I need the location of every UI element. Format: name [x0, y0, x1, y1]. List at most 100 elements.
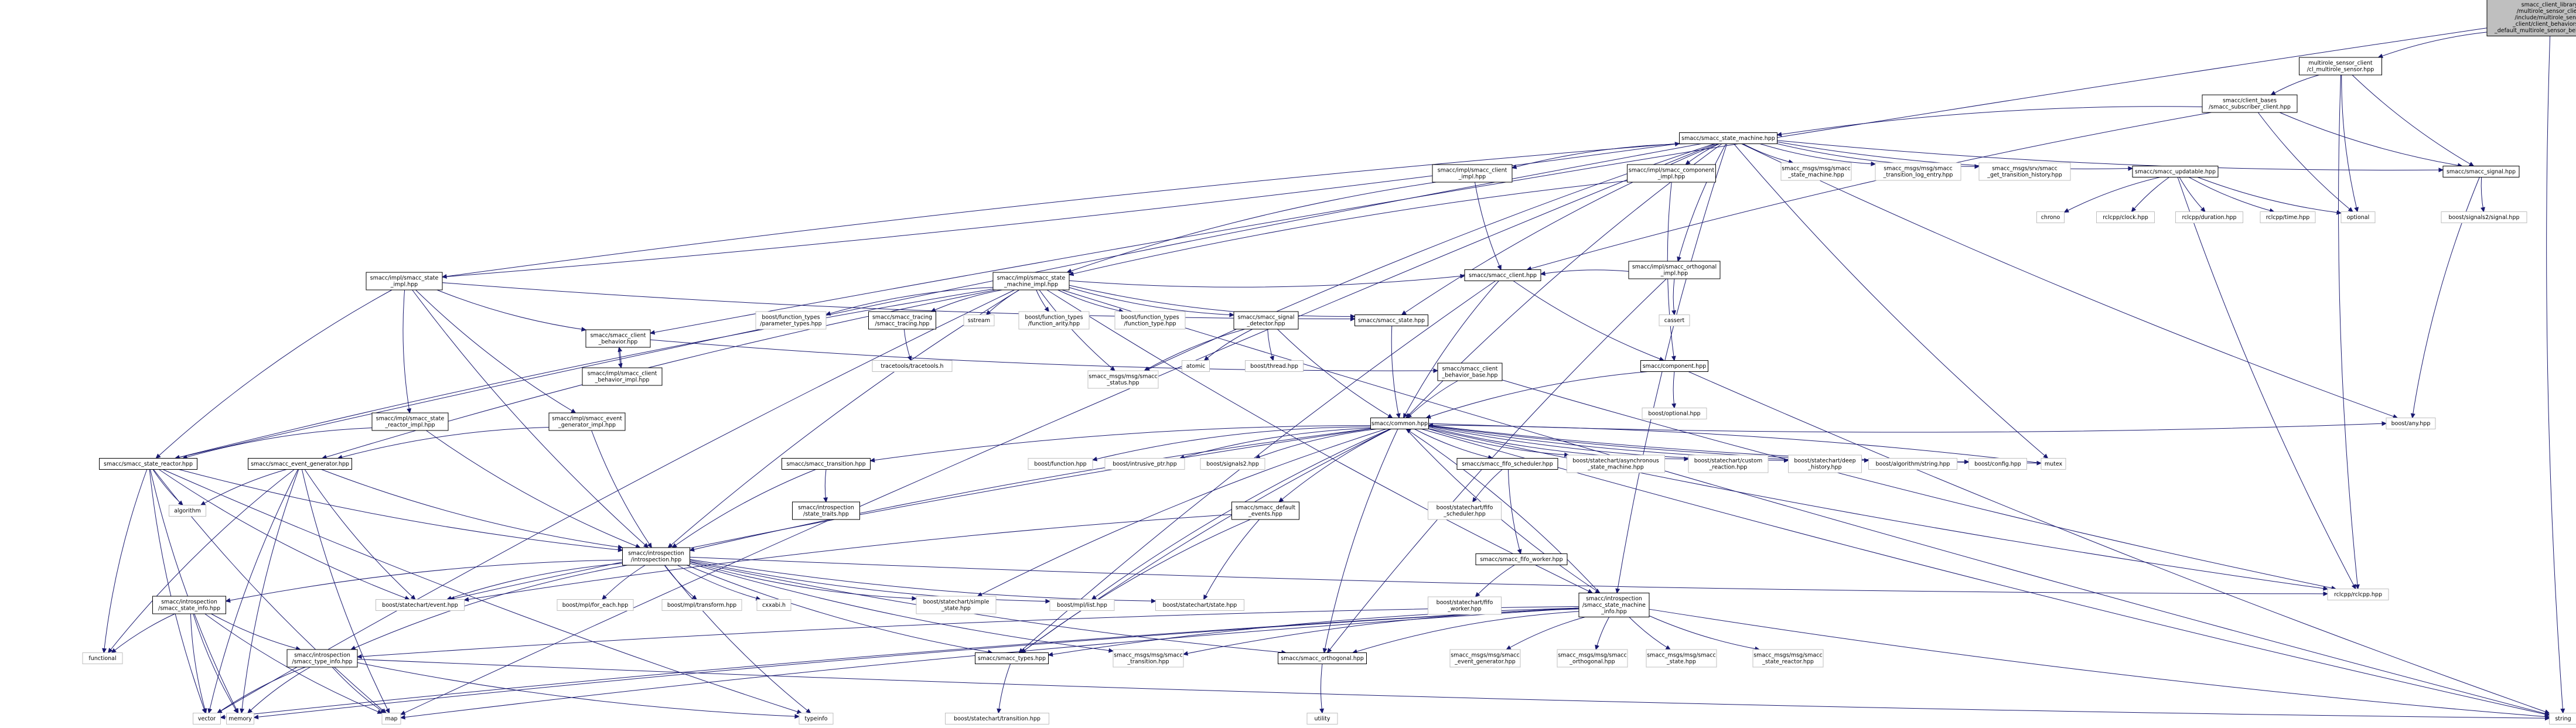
node-functional[interactable]: functional: [82, 652, 123, 664]
node-cassert[interactable]: cassert: [1659, 315, 1690, 326]
node-sstream[interactable]: sstream: [963, 315, 995, 326]
node-smacc_state[interactable]: smacc/smacc_state.hpp: [1354, 315, 1428, 326]
node-client_impl[interactable]: smacc/impl/smacc_client_impl.hpp: [1432, 164, 1513, 183]
node-component[interactable]: smacc/component.hpp: [1640, 360, 1708, 372]
node-transition[interactable]: smacc/smacc_transition.hpp: [782, 458, 871, 470]
node-vector[interactable]: vector: [193, 713, 221, 724]
edge-arrowhead: [1278, 497, 1284, 503]
node-sub_client[interactable]: smacc/client_bases/smacc_subscriber_clie…: [2202, 94, 2298, 113]
node-deep_history[interactable]: boost/statechart/deep_history.hpp: [1788, 454, 1862, 473]
node-evgen_impl[interactable]: smacc/impl/smacc_event_generator_impl.hp…: [548, 412, 626, 431]
node-bsignals2_signal[interactable]: boost/signals2/signal.hpp: [2441, 211, 2527, 223]
node-msg_evgen[interactable]: smacc_msgs/msg/smacc_event_generator.hpp: [1449, 649, 1521, 668]
node-comp_impl[interactable]: smacc/impl/smacc_component_impl.hpp: [1627, 164, 1716, 183]
node-box: [1233, 311, 1299, 330]
node-label-line: smacc/impl/smacc_component: [1629, 168, 1715, 174]
node-sm_impl[interactable]: smacc/impl/smacc_state_machine_impl.hpp: [992, 272, 1070, 290]
node-rclcpp_duration[interactable]: rclcpp/duration.hpp: [2175, 211, 2243, 223]
node-sm_msg[interactable]: smacc_msgs/msg/smacc_state_machine.hpp: [1780, 162, 1852, 181]
node-mutex[interactable]: mutex: [2041, 458, 2066, 470]
node-sig_detector[interactable]: smacc/smacc_signal_detector.hpp: [1233, 311, 1299, 330]
node-sc_fifo_worker[interactable]: boost/statechart/fifo_worker.hpp: [1428, 596, 1502, 615]
node-event_gen[interactable]: smacc/smacc_event_generator.hpp: [248, 458, 352, 470]
node-common[interactable]: smacc/common.hpp: [1370, 418, 1429, 429]
node-orth_impl[interactable]: smacc/impl/smacc_orthogonal_impl.hpp: [1628, 261, 1721, 279]
node-msg_state[interactable]: smacc_msgs/msg/smacc_state.hpp: [1646, 649, 1717, 668]
node-state_info[interactable]: smacc/introspection/smacc_state_info.hpp: [152, 596, 226, 614]
node-smacc_client[interactable]: smacc/smacc_client.hpp: [1464, 269, 1541, 281]
node-rclcpp_clock[interactable]: rclcpp/clock.hpp: [2096, 211, 2155, 223]
node-custom_reaction[interactable]: boost/statechart/custom_reaction.hpp: [1688, 454, 1769, 473]
node-rclcpp_time[interactable]: rclcpp/time.hpp: [2260, 211, 2316, 223]
node-msg_transition[interactable]: smacc_msgs/msg/smacc_transition.hpp: [1113, 649, 1184, 668]
node-bthread[interactable]: boost/thread.hpp: [1245, 360, 1304, 372]
node-boost_any[interactable]: boost/any.hpp: [2386, 418, 2436, 429]
node-tracetools[interactable]: tracetools/tracetools.h: [872, 360, 953, 372]
node-intrusive[interactable]: boost/intrusive_ptr.hpp: [1104, 458, 1185, 470]
node-box: [622, 547, 690, 566]
node-sm_info[interactable]: smacc/introspection/smacc_state_machine_…: [1578, 593, 1650, 617]
edge-arrowhead: [1044, 306, 1049, 312]
node-srv_hist[interactable]: smacc_msgs/srv/smacc_get_transition_hist…: [1978, 162, 2071, 181]
node-status[interactable]: smacc_msgs/msg/smacc_status.hpp: [1087, 370, 1159, 389]
node-bconfig[interactable]: boost/config.hpp: [1968, 458, 2027, 470]
node-balgo_string[interactable]: boost/algorithm/string.hpp: [1868, 458, 1957, 470]
node-type_info[interactable]: smacc/introspection/smacc_type_info.hpp: [286, 649, 358, 668]
node-sc_state[interactable]: boost/statechart/state.hpp: [1155, 599, 1244, 611]
node-fn_arity[interactable]: boost/function_types/function_arity.hpp: [1018, 311, 1090, 330]
node-mpl_transform[interactable]: boost/mpl/transform.hpp: [661, 599, 742, 611]
node-cb_base[interactable]: smacc/smacc_client_behavior_base.hpp: [1437, 363, 1503, 381]
node-mpl_list[interactable]: boost/mpl/list.hpp: [1049, 599, 1115, 611]
node-async_sm[interactable]: boost/statechart/asynchronous_state_mach…: [1567, 454, 1665, 473]
node-box: [1114, 311, 1186, 330]
node-label-line: typeinfo: [804, 716, 827, 722]
node-fifo_worker[interactable]: smacc/smacc_fifo_worker.hpp: [1475, 553, 1568, 565]
node-typeinfo[interactable]: typeinfo: [799, 713, 834, 724]
node-fn_params[interactable]: boost/function_types/parameter_types.hpp: [755, 311, 827, 330]
node-signal[interactable]: smacc/smacc_signal.hpp: [2442, 166, 2520, 177]
node-trans_log[interactable]: smacc_msgs/msg/smacc_transition_log_entr…: [1875, 162, 1961, 181]
node-msg_orthogonal[interactable]: smacc_msgs/msg/smacc_orthogonal.hpp: [1557, 649, 1628, 668]
node-client_behavior[interactable]: smacc/smacc_client_behavior.hpp: [585, 329, 651, 348]
node-smacc_types[interactable]: smacc/smacc_types.hpp: [975, 652, 1049, 664]
node-map[interactable]: map: [381, 713, 401, 724]
edge-arrowhead: [2063, 208, 2069, 213]
node-updatable[interactable]: smacc/smacc_updatable.hpp: [2132, 166, 2219, 177]
node-state_impl[interactable]: smacc/impl/smacc_state_impl.hpp: [366, 272, 443, 290]
node-intro_state_traits[interactable]: smacc/introspection/state_traits.hpp: [792, 501, 860, 520]
node-cl_mrs[interactable]: multirole_sensor_client/cl_multirole_sen…: [2299, 57, 2382, 76]
node-optional[interactable]: optional: [2340, 211, 2376, 223]
node-utility[interactable]: utility: [1306, 713, 1338, 724]
node-label-line: smacc_msgs/msg/smacc: [1089, 374, 1158, 380]
node-fifo_sched[interactable]: smacc/smacc_fifo_scheduler.hpp: [1456, 458, 1558, 470]
node-sm[interactable]: smacc/smacc_state_machine.hpp: [1679, 132, 1777, 144]
node-reactor_impl[interactable]: smacc/impl/smacc_state_reactor_impl.hpp: [371, 412, 449, 431]
node-sc_fifo_sched[interactable]: boost/statechart/fifo_scheduler.hpp: [1428, 501, 1502, 520]
node-cb_impl[interactable]: smacc/impl/smacc_client_behavior_impl.hp…: [582, 367, 663, 386]
node-default_events[interactable]: smacc/smacc_default_events.hpp: [1231, 501, 1299, 520]
node-msg_state_reactor[interactable]: smacc_msgs/msg/smacc_state_reactor.hpp: [1752, 649, 1824, 668]
node-smacc_orthogonal[interactable]: smacc/smacc_orthogonal.hpp: [1278, 652, 1367, 664]
node-atomic[interactable]: atomic: [1182, 360, 1210, 372]
node-rclcpp[interactable]: rclcpp/rclcpp.hpp: [2327, 589, 2389, 600]
node-chrono[interactable]: chrono: [2036, 211, 2065, 223]
node-sc_event[interactable]: boost/statechart/event.hpp: [376, 599, 465, 611]
edge-arrowhead: [1396, 413, 1401, 419]
node-introspection[interactable]: smacc/introspection/introspection.hpp: [622, 547, 690, 566]
node-bfunction[interactable]: boost/function.hpp: [1028, 458, 1093, 470]
node-root[interactable]: smacc_client_library/multirole_sensor_cl…: [2486, 0, 2576, 36]
node-bsignals2[interactable]: boost/signals2.hpp: [1200, 458, 1265, 470]
node-fn_type[interactable]: boost/function_types/function_type.hpp: [1114, 311, 1186, 330]
node-algorithm[interactable]: algorithm: [169, 505, 206, 517]
node-memory[interactable]: memory: [226, 713, 254, 724]
node-simple_state[interactable]: boost/statechart/simple_state.hpp: [916, 596, 997, 614]
node-tracing[interactable]: smacc/smacc_tracing/smacc_tracing.hpp: [868, 311, 936, 330]
node-mpl_for_each[interactable]: boost/mpl/for_each.hpp: [557, 599, 634, 611]
node-state_reactor[interactable]: smacc/smacc_state_reactor.hpp: [99, 458, 197, 470]
node-boost_optional[interactable]: boost/optional.hpp: [1642, 408, 1707, 419]
node-string[interactable]: string: [2549, 713, 2576, 724]
edge-line: [436, 289, 586, 330]
node-sc_transition[interactable]: boost/statechart/transition.hpp: [945, 713, 1049, 724]
node-box: [1113, 649, 1184, 668]
node-cxxabi[interactable]: cxxabi.h: [756, 599, 791, 611]
